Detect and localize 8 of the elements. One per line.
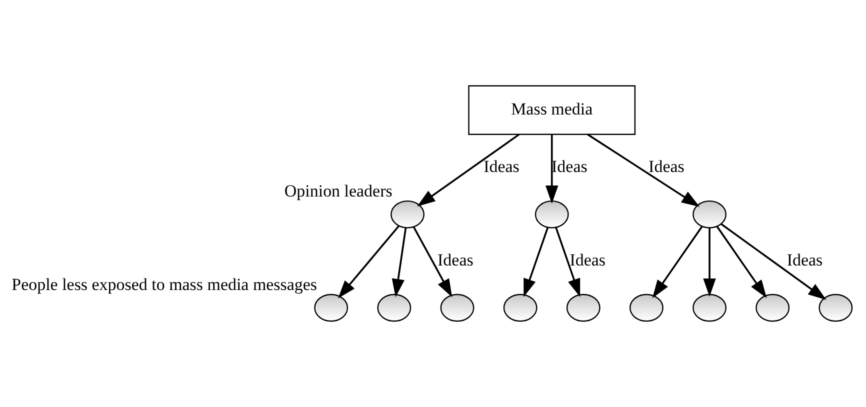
edge-label: Ideas xyxy=(438,250,474,270)
edge-label: Ideas xyxy=(484,157,520,176)
edge-label: Ideas xyxy=(570,250,606,270)
node-label: People less exposed to mass media messages xyxy=(12,274,318,294)
edge-label: Ideas xyxy=(648,157,684,176)
edge-label: Ideas xyxy=(786,250,823,270)
edge-label: Ideas xyxy=(552,157,588,176)
node-label: Opinion leaders xyxy=(284,181,392,200)
